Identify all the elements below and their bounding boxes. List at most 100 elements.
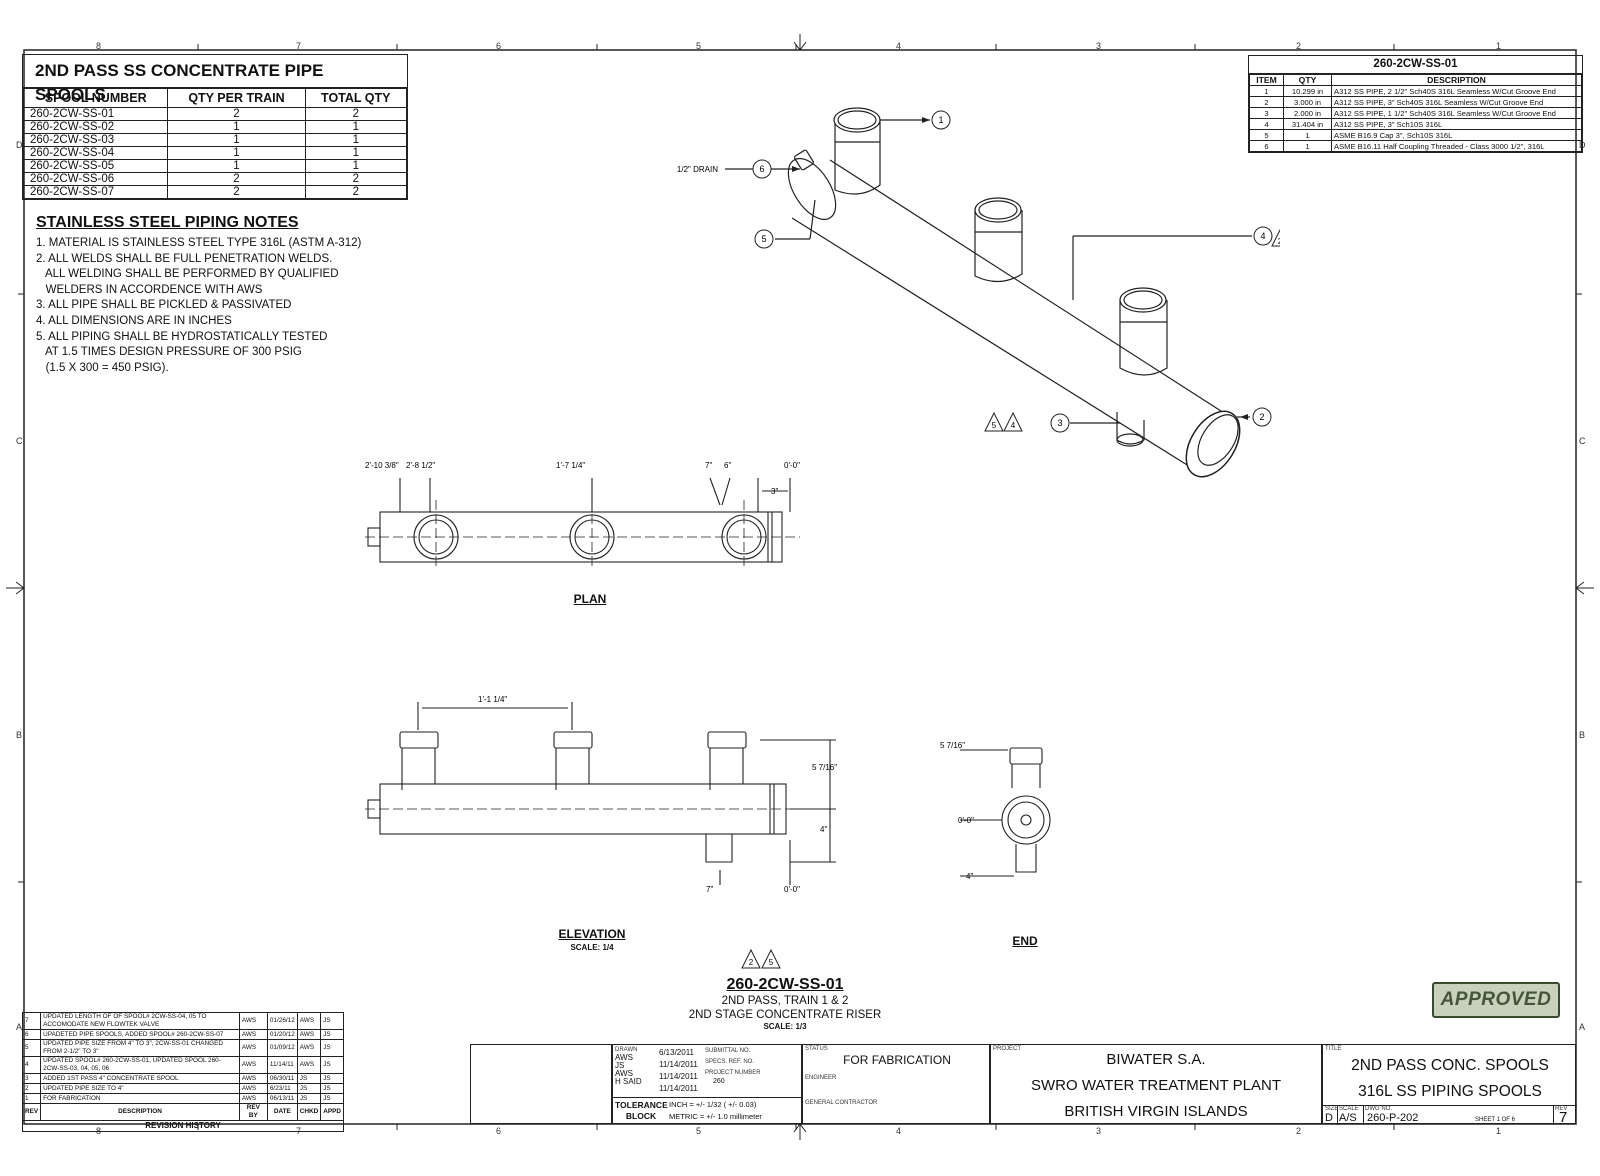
spool-header-number: SPOOL NUMBER bbox=[22, 88, 169, 108]
plan-dim: 0'-0" bbox=[784, 461, 800, 470]
note-line: 1. MATERIAL IS STAINLESS STEEL TYPE 316L… bbox=[36, 237, 362, 249]
rev-appd: JS bbox=[320, 1029, 344, 1040]
rev-header-chkd: CHKD bbox=[296, 1103, 322, 1121]
end-dim: 4" bbox=[966, 872, 973, 881]
total-qty: 2 bbox=[304, 172, 408, 186]
zone-top-1: 1 bbox=[1496, 41, 1502, 51]
rev-by: AWS bbox=[238, 1083, 268, 1094]
note-line: 3. ALL PIPE SHALL BE PICKLED & PASSIVATE… bbox=[36, 299, 292, 312]
rev-appd: JS bbox=[320, 1083, 344, 1094]
balloon-4: 4 bbox=[1260, 231, 1265, 241]
zone-bottom-4: 4 bbox=[896, 1126, 902, 1136]
spool-table-grid: SPOOL NUMBER QTY PER TRAIN TOTAL QTY 260… bbox=[22, 88, 408, 199]
scale-value: A/S bbox=[1339, 1112, 1357, 1124]
approved-stamp: APPROVED bbox=[1432, 982, 1560, 1018]
center-line-1: 2ND PASS, TRAIN 1 & 2 bbox=[721, 995, 849, 1007]
zone-top-8: 8 bbox=[96, 41, 102, 51]
total-qty: 1 bbox=[304, 120, 408, 134]
rev-number: 5 bbox=[21, 1039, 42, 1057]
sheet-number: SHEET 1 OF 6 bbox=[1475, 1117, 1515, 1123]
qty-per-train: 2 bbox=[167, 172, 306, 186]
zone-left-d: D bbox=[16, 140, 23, 150]
zone-bottom-6: 6 bbox=[496, 1126, 502, 1136]
location-name: BRITISH VIRGIN ISLANDS bbox=[1064, 1103, 1248, 1120]
bom-title: 260-2CW-SS-01 bbox=[1249, 56, 1582, 74]
dwg-label: DWG NO. bbox=[1365, 1106, 1392, 1112]
title-block-project: PROJECT BIWATER S.A. SWRO WATER TREATMEN… bbox=[990, 1044, 1322, 1124]
zone-bottom-1: 1 bbox=[1496, 1126, 1502, 1136]
rev-number: 7 bbox=[21, 1012, 42, 1030]
elevation-scale: SCALE: 1/4 bbox=[570, 943, 614, 952]
notes-title: STAINLESS STEEL PIPING NOTES bbox=[36, 214, 299, 231]
plan-dim: 3" bbox=[771, 487, 778, 496]
rev-chkd: AWS bbox=[296, 1039, 322, 1057]
tolerance-metric: METRIC = +/- 1.0 millimeter bbox=[669, 1112, 762, 1121]
size-label: SIZE bbox=[1325, 1106, 1339, 1112]
end-dim: 0'-0" bbox=[958, 816, 974, 825]
elev-dim: 7" bbox=[706, 885, 713, 894]
note-line: 2. ALL WELDS SHALL BE FULL PENETRATION W… bbox=[36, 252, 333, 265]
rev-description: FOR FABRICATION bbox=[40, 1093, 240, 1104]
status-label: STATUS bbox=[805, 1046, 828, 1052]
center-line-2: 2ND STAGE CONCENTRATE RISER bbox=[688, 1009, 882, 1021]
approved-date: 11/14/2011 bbox=[659, 1072, 698, 1081]
rev-description: UPDATED LENGTH OF OF SPOOL# 2CW-SS-04, 0… bbox=[40, 1012, 240, 1030]
rev-mark: 4 bbox=[1011, 421, 1016, 430]
title-block-status: STATUS FOR FABRICATION ENGINEER GENERAL … bbox=[802, 1044, 990, 1124]
status-value: FOR FABRICATION bbox=[843, 1053, 951, 1067]
submittal-label: SUBMITTAL NO. bbox=[705, 1048, 751, 1054]
rev-by: AWS bbox=[238, 1093, 268, 1104]
engineer-label: ENGINEER bbox=[805, 1075, 837, 1081]
rev-date: 01/20/12 bbox=[266, 1029, 298, 1040]
spool-table-title: 2ND PASS SS CONCENTRATE PIPE SPOOLS bbox=[23, 55, 407, 104]
rev-appd: JS bbox=[320, 1093, 344, 1104]
rev-header-date: DATE bbox=[266, 1103, 298, 1121]
rev-appd: JS bbox=[320, 1039, 344, 1057]
bom-description: A312 SS PIPE, 3" Sch10S 316L bbox=[1331, 118, 1582, 130]
rev-chkd: JS bbox=[296, 1083, 322, 1094]
zone-top-2: 2 bbox=[1296, 41, 1302, 51]
rev-by: AWS bbox=[238, 1029, 268, 1040]
bom-description: ASME B16.11 Half Coupling Threaded - Cla… bbox=[1331, 140, 1582, 152]
plant-name: SWRO WATER TREATMENT PLANT bbox=[1030, 1077, 1281, 1094]
rev-date: 01/26/12 bbox=[266, 1012, 298, 1030]
bom-qty: 2.000 in bbox=[1283, 107, 1332, 119]
qty-per-train: 1 bbox=[167, 159, 306, 173]
size-value: D bbox=[1325, 1112, 1333, 1124]
spool-number: 260-2CW-SS-07 bbox=[22, 185, 169, 199]
checked-date: 11/14/2011 bbox=[659, 1060, 698, 1069]
total-qty: 2 bbox=[304, 185, 408, 199]
elevation-view: 1'-1 1/4" 5 7/16" 4" 7" 0'-0" bbox=[365, 695, 837, 894]
bom-description: A312 SS PIPE, 1 1/2" Sch40S 316L Seamles… bbox=[1331, 107, 1582, 119]
rev-chkd: JS bbox=[296, 1093, 322, 1104]
total-qty: 1 bbox=[304, 159, 408, 173]
spool-number: 260-2CW-SS-06 bbox=[22, 172, 169, 186]
drawn-label: DRAWN bbox=[615, 1047, 638, 1053]
title-label: TITLE bbox=[1325, 1046, 1342, 1052]
client-name: BIWATER S.A. bbox=[1106, 1051, 1206, 1068]
rev-chkd: AWS bbox=[296, 1056, 322, 1074]
title-block-title: TITLE 2ND PASS CONC. SPOOLS 316L SS PIPI… bbox=[1322, 1044, 1577, 1126]
bom-header-item: ITEM bbox=[1249, 74, 1284, 86]
rev-number: 6 bbox=[21, 1029, 42, 1040]
plan-dim: 1'-7 1/4" bbox=[556, 461, 585, 470]
spool-header-qty-train: QTY PER TRAIN bbox=[167, 88, 306, 108]
elevation-label: ELEVATION bbox=[558, 927, 626, 941]
drain-label: 1/2" DRAIN bbox=[677, 165, 718, 174]
end-dim: 5 7/16" bbox=[940, 741, 965, 750]
rev-appd: JS bbox=[320, 1056, 344, 1074]
zone-left-c: C bbox=[16, 436, 23, 446]
drawn-date: 6/13/2011 bbox=[659, 1048, 694, 1057]
dwg-number: 260-P-202 bbox=[1367, 1112, 1419, 1124]
drawn-by: AWS bbox=[615, 1053, 633, 1062]
